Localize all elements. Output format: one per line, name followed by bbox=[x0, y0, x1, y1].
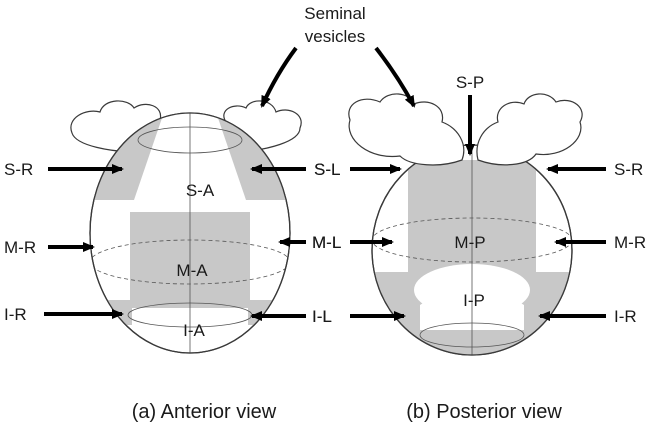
posterior-label-sp: S-P bbox=[456, 73, 484, 92]
seminal-vesicles-label-line1: Seminal bbox=[304, 4, 365, 23]
posterior-label-sr: S-R bbox=[614, 160, 643, 179]
anterior-label-sr: S-R bbox=[4, 160, 33, 179]
posterior-label-sl: S-L bbox=[314, 160, 340, 179]
region-label-ip: I-P bbox=[463, 291, 485, 310]
anterior-label-sl: S-L bbox=[314, 160, 340, 179]
anterior-label-ir: I-R bbox=[4, 305, 27, 324]
anterior-label-ml: M-L bbox=[312, 233, 341, 252]
arrow-to-anterior-vesicles bbox=[260, 46, 298, 108]
posterior-seminal-vesicles bbox=[348, 93, 583, 166]
anterior-label-il: I-L bbox=[312, 307, 332, 326]
region-label-ma: M-A bbox=[176, 261, 208, 280]
posterior-label-ir: I-R bbox=[614, 307, 637, 326]
region-label-sa: S-A bbox=[186, 181, 215, 200]
posterior-label-il: I-L bbox=[312, 307, 332, 326]
seminal-vesicles-label-line2: vesicles bbox=[305, 27, 365, 46]
posterior-label-ml: M-L bbox=[312, 233, 341, 252]
region-label-ia: I-A bbox=[183, 321, 205, 340]
region-label-mp: M-P bbox=[454, 233, 485, 252]
posterior-label-mr: M-R bbox=[614, 233, 646, 252]
anterior-caption: (a) Anterior view bbox=[132, 401, 277, 423]
posterior-caption: (b) Posterior view bbox=[406, 401, 562, 423]
anterior-label-mr: M-R bbox=[4, 238, 36, 257]
arrow-to-posterior-vesicles bbox=[374, 46, 416, 108]
anterior-view: S-A M-A I-A S-R M-R I-R S-L M-L I-L (a) … bbox=[4, 100, 341, 423]
posterior-view: M-P I-P S-P S-L M-L I-L S-R M-R I-R (b) … bbox=[312, 73, 646, 423]
